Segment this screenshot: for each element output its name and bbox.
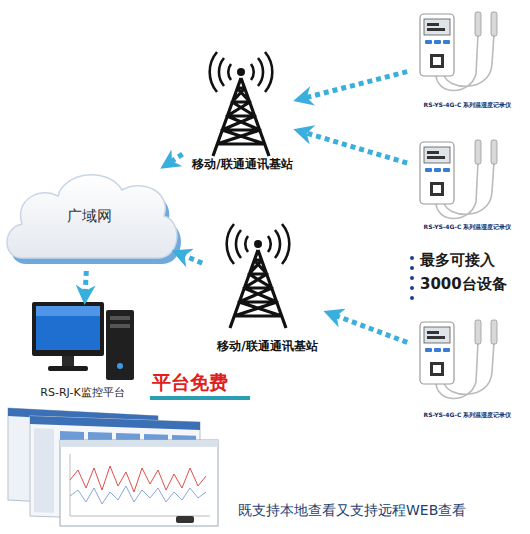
logger-device: RS-YS-4G-C 系列温湿度记录仪 [410, 310, 525, 420]
wan-cloud: 广域网 [0, 165, 178, 268]
signal-arrow [169, 154, 183, 163]
signal-arrow [85, 271, 86, 295]
monitor-platform: RS-RJ-K监控平台 [25, 298, 140, 400]
logger-device: RS-YS-4G-C 系列温湿度记录仪 [410, 130, 525, 232]
node-text: RS-YS-4G-C 系列温湿度记录仪 [424, 411, 512, 420]
signal-arrow [333, 315, 407, 343]
node-text: RS-RJ-K监控平台 [40, 385, 124, 400]
node-text: 广域网 [67, 207, 112, 226]
signal-arrow [303, 132, 407, 163]
signal-arrow [303, 72, 407, 99]
node-text: RS-YS-4G-C 系列温湿度记录仪 [424, 223, 512, 232]
node-text: 移动/联通通讯基站 [192, 156, 292, 173]
capacity-note: 最多可接入 3000台设备 [420, 248, 515, 296]
signal-arrow [181, 254, 202, 263]
feature-note: 既支持本地查看又支持远程WEB查看 [238, 500, 528, 520]
base-station: 移动/联通通讯基站 [205, 225, 330, 355]
base-station: 移动/联通通讯基站 [185, 55, 300, 173]
logger-device: RS-YS-4G-C 系列温湿度记录仪 [410, 2, 525, 110]
node-text: 移动/联通通讯基站 [217, 338, 317, 355]
node-text: RS-YS-4G-C 系列温湿度记录仪 [424, 101, 512, 110]
free-badge: 平台免费 [152, 370, 262, 394]
